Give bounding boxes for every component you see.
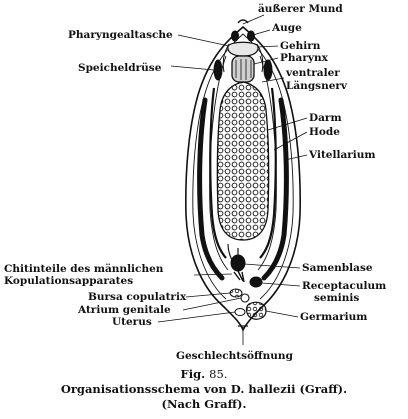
label-hode: Hode bbox=[309, 126, 340, 138]
label-germarium: Germarium bbox=[300, 311, 367, 323]
figure-prefix: Fig. bbox=[180, 367, 206, 381]
nerve-right bbox=[257, 55, 277, 271]
label-receptaculum-1: Receptaculum bbox=[302, 280, 386, 292]
label-chitinteile-1: Chitinteile des männlichen bbox=[4, 263, 164, 275]
bursa-copulatrix bbox=[229, 288, 243, 298]
salivary-gland-right bbox=[263, 59, 273, 81]
labels: äußerer Mund Auge Pharyngealtasche Gehir… bbox=[4, 3, 386, 362]
label-geschlechtsoeffnung: Geschlechtsöffnung bbox=[176, 350, 294, 362]
label-receptaculum-2: seminis bbox=[314, 292, 359, 304]
testis-left bbox=[209, 87, 227, 259]
caption-title: Organisationsschema von D. hallezii (Gra… bbox=[60, 382, 348, 396]
vitellarium-left bbox=[197, 97, 225, 281]
leader-lines bbox=[157, 14, 308, 345]
germarium bbox=[245, 301, 267, 320]
uterus bbox=[234, 308, 246, 316]
label-speicheldruese: Speicheldrüse bbox=[78, 62, 162, 74]
label-vitellarium: Vitellarium bbox=[308, 149, 376, 161]
brain bbox=[227, 41, 259, 57]
label-pharyngealtasche: Pharyngealtasche bbox=[68, 29, 173, 41]
label-aeusserer-mund: äußerer Mund bbox=[258, 3, 343, 15]
worm-body bbox=[185, 19, 301, 332]
eye-left bbox=[231, 30, 239, 42]
intestine bbox=[216, 81, 270, 241]
testis-right bbox=[259, 87, 277, 259]
nerve-left bbox=[209, 55, 229, 271]
chitin-parts bbox=[233, 270, 245, 283]
salivary-gland-left bbox=[213, 59, 223, 81]
seminal-vesicle bbox=[230, 254, 246, 272]
label-ventraler: ventraler bbox=[285, 67, 340, 79]
atrium-genitale bbox=[240, 293, 250, 303]
figure-number: Fig. 85. bbox=[0, 367, 408, 381]
label-auge: Auge bbox=[271, 22, 302, 34]
label-samenblase: Samenblase bbox=[302, 262, 373, 274]
label-atrium: Atrium genitale bbox=[77, 304, 171, 316]
label-uterus: Uterus bbox=[112, 316, 152, 328]
label-chitinteile-2: Kopulationsapparates bbox=[4, 275, 133, 287]
label-gehirn: Gehirn bbox=[280, 40, 321, 52]
label-pharynx: Pharynx bbox=[280, 52, 329, 64]
receptaculum-seminis bbox=[249, 276, 263, 288]
vitellarium-right bbox=[261, 97, 289, 281]
label-darm: Darm bbox=[309, 112, 342, 124]
label-laengsnerv: Längsnerv bbox=[286, 80, 348, 92]
eye-right bbox=[247, 30, 255, 42]
label-bursa: Bursa copulatrix bbox=[88, 291, 187, 303]
caption-source: (Nach Graff). bbox=[161, 397, 247, 411]
figure-number-value: 85. bbox=[209, 367, 228, 381]
